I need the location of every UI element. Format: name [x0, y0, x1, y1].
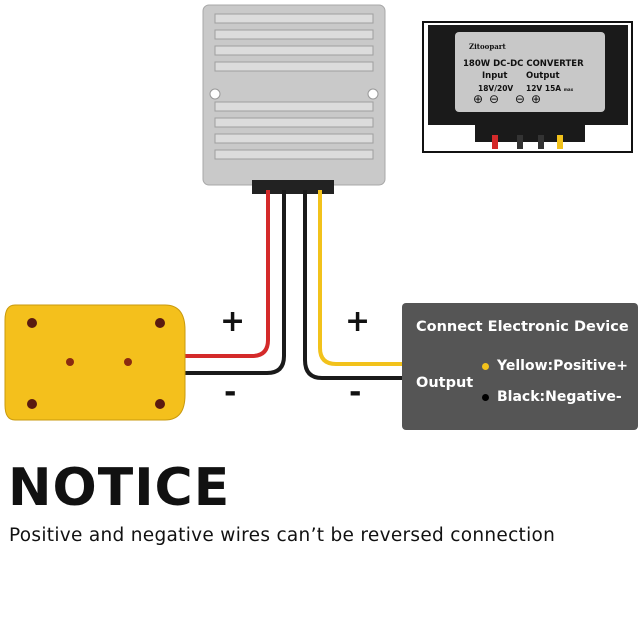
output-suffix: max	[563, 87, 574, 92]
yellow-wire	[318, 190, 402, 366]
notice-heading: NOTICE	[8, 458, 231, 518]
yellow-legend-text: Yellow:Positive+	[497, 358, 628, 374]
black-legend: Black:Negative-	[482, 389, 622, 405]
notice-text: Positive and negative wires can’t be rev…	[9, 525, 556, 546]
yellow-legend: Yellow:Positive+	[482, 358, 628, 374]
inset-input-value: 18V/20V	[478, 84, 514, 93]
device-output-label: Output	[416, 375, 474, 391]
converter-label-inset	[422, 21, 633, 153]
left-minus-sign: -	[224, 375, 237, 410]
inset-input-label: Input	[482, 71, 508, 81]
red-wire	[185, 190, 270, 358]
inset-output-label: Output	[526, 71, 560, 81]
inset-output-value: 12V 15A max	[526, 84, 573, 93]
inset-terminal-signs: ⊕⊖ ⊖⊕	[473, 92, 548, 106]
black-wire-right	[303, 190, 402, 380]
device-title: Connect Electronic Device	[416, 319, 629, 335]
converter-module	[202, 4, 386, 194]
inset-title: 180W DC-DC CONVERTER	[463, 59, 584, 69]
left-plus-sign: +	[220, 304, 246, 339]
black-dot-icon	[482, 393, 489, 401]
right-plus-sign: +	[345, 304, 371, 339]
output-value: 12V 15A	[526, 84, 562, 93]
right-minus-sign: -	[349, 375, 362, 410]
inset-brand: Zitoopart	[469, 42, 506, 51]
battery-adapter	[4, 304, 186, 421]
black-legend-text: Black:Negative-	[497, 389, 622, 405]
yellow-dot-icon	[482, 362, 489, 370]
wires	[185, 190, 402, 380]
black-wire-left	[185, 190, 286, 375]
device-box: Connect Electronic Device Output Yellow:…	[402, 303, 638, 430]
